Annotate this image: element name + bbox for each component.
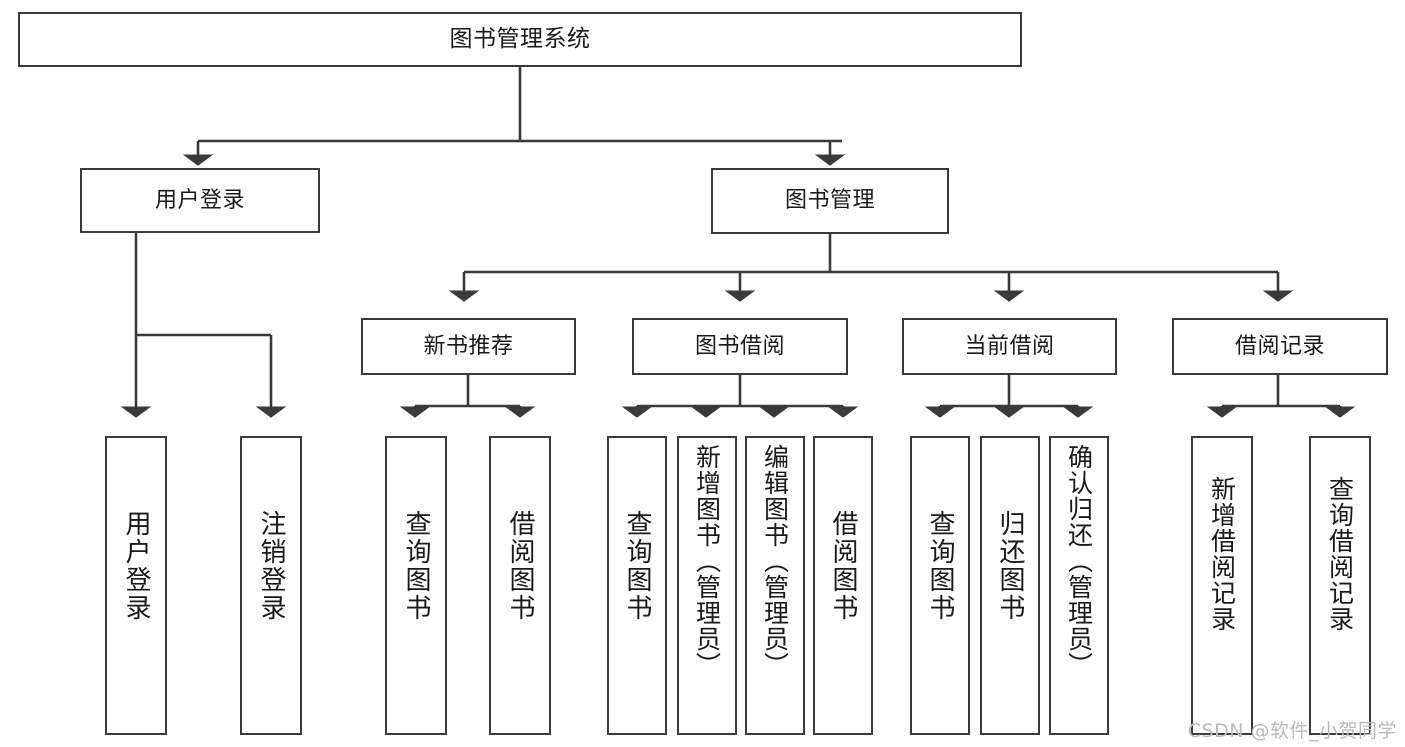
leaf-confirm-return-admin[interactable]: 确认归还（管理员） [1049,436,1109,735]
node-label: 查询借阅记录 [1325,476,1355,632]
leaf-query-book-borrow[interactable]: 查询图书 [607,436,667,735]
leaf-return-book[interactable]: 归还图书 [980,436,1040,735]
leaf-edit-book-admin[interactable]: 编辑图书（管理员） [745,436,805,735]
node-label: 借阅图书 [505,510,535,622]
leaf-user-logout[interactable]: 注销登录 [240,436,302,735]
node-label: 编辑图书（管理员） [760,444,790,678]
leaf-add-book-admin[interactable]: 新增图书（管理员） [677,436,737,735]
node-label: 新书推荐 [423,333,514,359]
node-current-borrow[interactable]: 当前借阅 [902,318,1117,375]
node-label: 新增借阅记录 [1207,476,1237,632]
leaf-borrow-book-recommend[interactable]: 借阅图书 [489,436,551,735]
node-root-system[interactable]: 图书管理系统 [18,12,1022,67]
leaf-borrow-book[interactable]: 借阅图书 [813,436,873,735]
node-user-login[interactable]: 用户登录 [80,168,320,233]
node-label: 当前借阅 [964,333,1055,359]
node-book-management[interactable]: 图书管理 [711,168,949,234]
node-label: 归还图书 [995,510,1025,622]
node-label: 查询图书 [622,510,652,622]
node-label: 图书管理 [784,188,875,214]
watermark-text: CSDN @软件_小贺同学 [1187,720,1397,742]
node-label: 图书管理系统 [449,25,591,52]
node-label: 注销登录 [256,510,286,622]
leaf-add-borrow-record[interactable]: 新增借阅记录 [1191,436,1253,735]
node-label: 借阅记录 [1234,333,1325,359]
node-label: 查询图书 [401,510,431,622]
node-borrow-record[interactable]: 借阅记录 [1172,318,1388,375]
node-label: 借阅图书 [828,510,858,622]
leaf-query-book-current[interactable]: 查询图书 [910,436,970,735]
node-label: 新增图书（管理员） [692,444,722,678]
node-label: 查询图书 [925,510,955,622]
node-book-borrow[interactable]: 图书借阅 [632,318,848,375]
node-new-book-recommend[interactable]: 新书推荐 [361,318,576,375]
leaf-query-book-recommend[interactable]: 查询图书 [385,436,447,735]
leaf-query-borrow-record[interactable]: 查询借阅记录 [1309,436,1371,735]
node-label: 确认归还（管理员） [1064,444,1094,678]
leaf-user-login[interactable]: 用户登录 [105,436,167,735]
node-label: 用户登录 [154,187,245,213]
node-label: 图书借阅 [694,333,785,359]
node-label: 用户登录 [121,510,151,622]
